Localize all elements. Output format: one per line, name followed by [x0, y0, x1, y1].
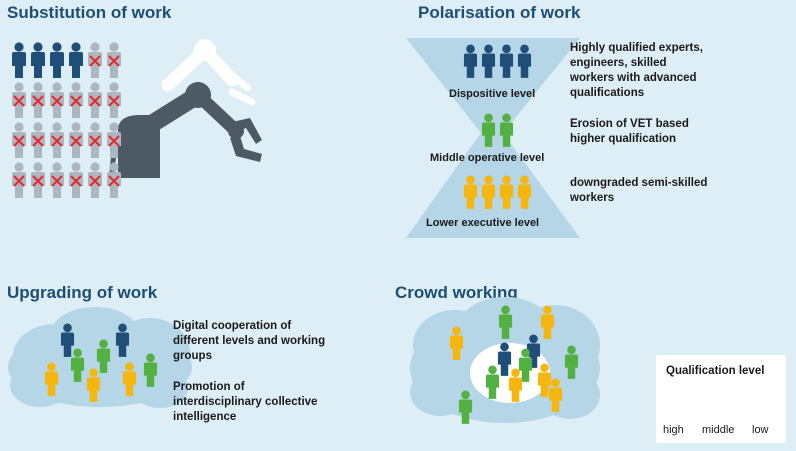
replaced-cross-icon	[13, 175, 25, 187]
low-level-description: downgraded semi-skilled workers	[570, 177, 708, 204]
upgrading-point-intelligence: Promotion of interdisciplinary collectiv…	[173, 381, 318, 423]
replaced-cross-icon	[108, 55, 120, 67]
worker-icon-high	[12, 42, 26, 78]
replaced-cross-icon	[89, 175, 101, 187]
hourglass-shape	[406, 38, 580, 238]
replaced-cross-icon	[70, 95, 82, 107]
legend-high-label: high	[663, 424, 684, 436]
replaced-cross-icon	[108, 135, 120, 147]
legend-title: Qualification level	[666, 365, 765, 377]
replaced-cross-icon	[32, 95, 44, 107]
robot-arm-icon	[109, 39, 262, 179]
polarisation-title: Polarisation of work	[418, 3, 581, 22]
replaced-cross-icon	[108, 175, 120, 187]
replaced-cross-icon	[32, 135, 44, 147]
middle-level-label: Middle operative level	[430, 152, 545, 164]
replaced-cross-icon	[51, 135, 63, 147]
middle-level-description: Erosion of VET based higher qualificatio…	[570, 118, 689, 145]
lower-level-label: Lower executive level	[426, 217, 540, 229]
replaced-cross-icon	[32, 175, 44, 187]
replaced-cross-icon	[51, 175, 63, 187]
worker-icon-high	[50, 42, 64, 78]
high-level-description: Highly qualified experts, engineers, ski…	[570, 42, 703, 99]
replaced-cross-icon	[70, 175, 82, 187]
replaced-cross-icon	[13, 135, 25, 147]
replaced-cross-icon	[89, 95, 101, 107]
replaced-cross-icon	[89, 55, 101, 67]
worker-icon-high	[31, 42, 45, 78]
replaced-cross-icon	[89, 135, 101, 147]
legend-low-label: low	[752, 424, 769, 436]
substitution-title: Substitution of work	[7, 3, 172, 22]
replaced-cross-icon	[13, 95, 25, 107]
upgrading-point-cooperation: Digital cooperation of different levels …	[173, 320, 326, 362]
qualification-legend: Qualification level high middle low	[656, 355, 786, 443]
crowd-title: Crowd working	[395, 283, 518, 302]
replaced-cross-icon	[108, 95, 120, 107]
worker-icon-high	[69, 42, 83, 78]
replaced-cross-icon	[70, 135, 82, 147]
dispositive-level-label: Dispositive level	[449, 88, 536, 100]
replaced-cross-icon	[51, 95, 63, 107]
upgrading-title: Upgrading of work	[7, 283, 158, 302]
legend-middle-label: middle	[702, 424, 735, 436]
